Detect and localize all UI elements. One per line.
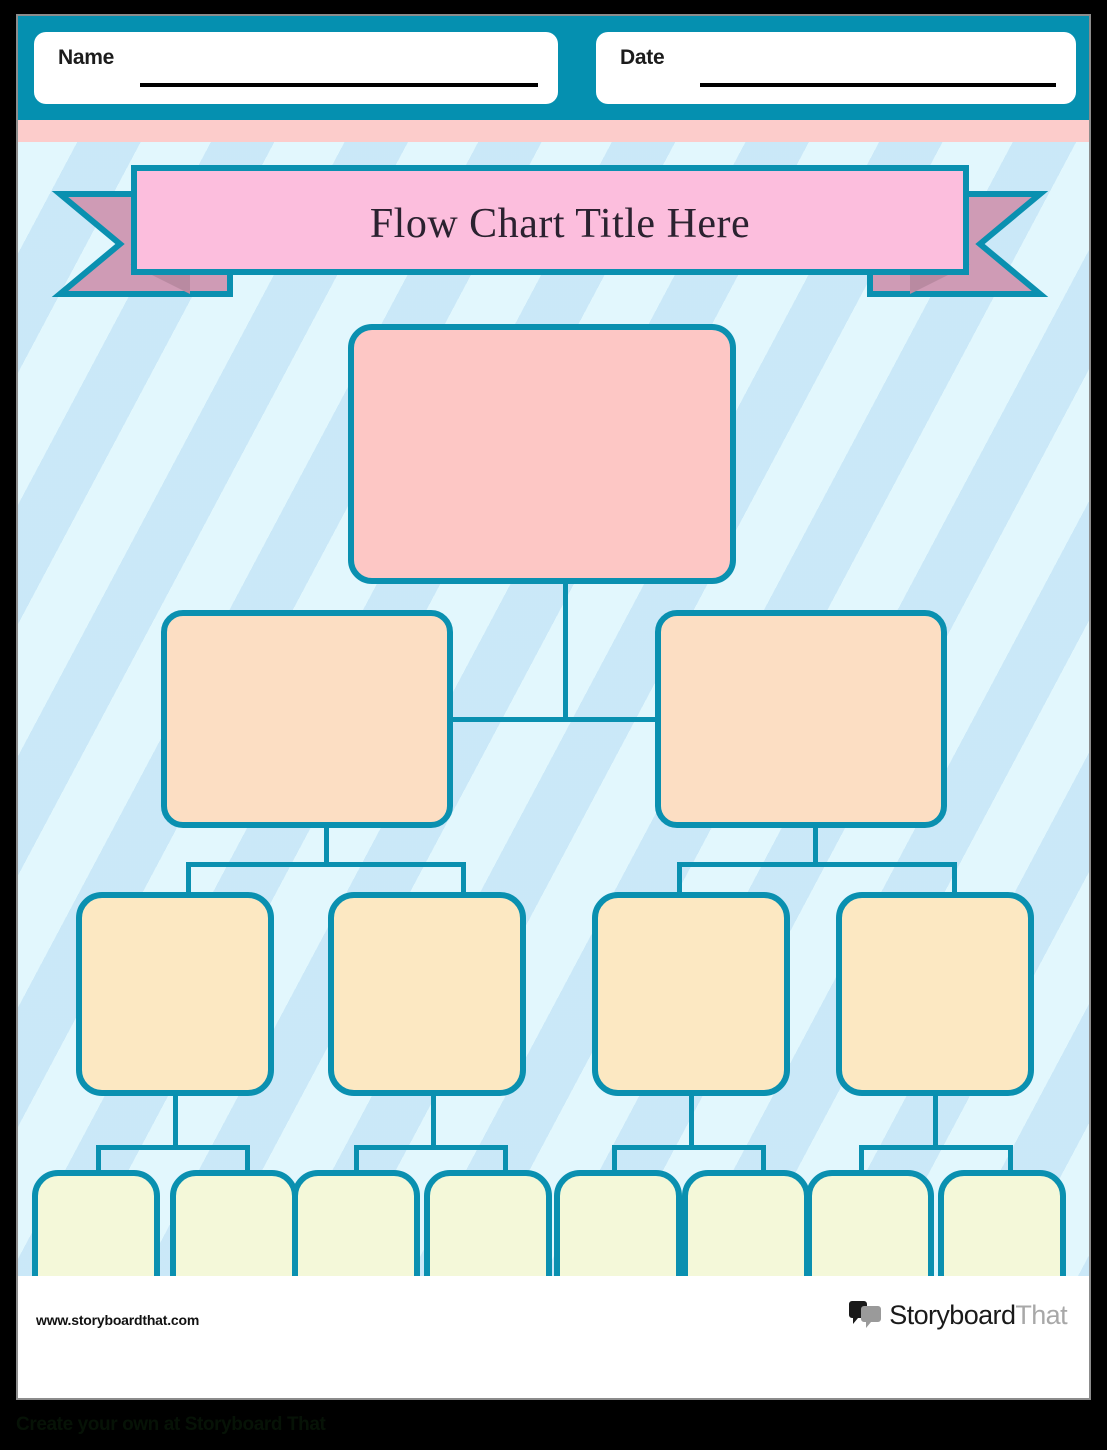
connector-l3d-drop-right <box>1008 1145 1013 1175</box>
name-label: Name <box>58 46 114 69</box>
connector-l2a-drop-left <box>186 862 191 896</box>
connector-l2a-drop-right <box>461 862 466 896</box>
connector-l3d-drop-left <box>859 1145 864 1175</box>
date-label: Date <box>620 46 665 69</box>
connector-l2a-bar <box>186 862 466 867</box>
connector-l3a-stem <box>173 1092 178 1150</box>
brand-wordmark: StoryboardThat <box>889 1300 1067 1331</box>
flow-node-level4-1[interactable] <box>32 1170 160 1276</box>
storyboardthat-logo[interactable]: StoryboardThat <box>848 1300 1068 1331</box>
flow-node-level2-1[interactable] <box>161 610 453 828</box>
connector-l3a-drop-left <box>96 1145 101 1175</box>
connector-l3c-drop-left <box>612 1145 617 1175</box>
connector-l3a-drop-right <box>245 1145 250 1175</box>
speech-bubble-icon <box>849 1300 882 1328</box>
connector-l3b-bar <box>354 1145 508 1150</box>
flow-node-level4-3[interactable] <box>292 1170 420 1276</box>
connector-l3b-stem <box>431 1092 436 1150</box>
connector-l3c-drop-right <box>761 1145 766 1175</box>
name-write-line[interactable] <box>140 83 538 87</box>
connector-l3c-bar <box>612 1145 766 1150</box>
connector-l3b-drop-right <box>503 1145 508 1175</box>
flow-node-level3-4[interactable] <box>836 892 1034 1096</box>
connector-l2b-drop-left <box>677 862 682 896</box>
flow-node-level4-7[interactable] <box>806 1170 934 1276</box>
flow-node-level4-5[interactable] <box>554 1170 682 1276</box>
ribbon-center-band <box>131 165 969 275</box>
title-ribbon: Flow Chart Title Here <box>30 164 1070 316</box>
flow-chart-title: Flow Chart Title Here <box>369 201 751 247</box>
flow-node-level3-1[interactable] <box>76 892 274 1096</box>
brand-primary: Storyboard <box>889 1300 1016 1330</box>
connector-l3c-stem <box>689 1092 694 1150</box>
date-write-line[interactable] <box>700 83 1056 87</box>
flow-node-level3-3[interactable] <box>592 892 790 1096</box>
date-field[interactable]: Date <box>596 32 1076 104</box>
connector-l3d-stem <box>933 1092 938 1150</box>
flow-node-level3-2[interactable] <box>328 892 526 1096</box>
brand-secondary: That <box>1015 1300 1067 1330</box>
connector-l3a-bar <box>96 1145 250 1150</box>
flow-node-level4-4[interactable] <box>424 1170 552 1276</box>
footer: www.storyboardthat.com StoryboardThat <box>18 1276 1089 1398</box>
flow-node-level4-6[interactable] <box>682 1170 810 1276</box>
flow-chart <box>18 142 1089 1276</box>
connector-l3b-drop-left <box>354 1145 359 1175</box>
name-field[interactable]: Name <box>34 32 558 104</box>
connector-l3d-bar <box>859 1145 1013 1150</box>
flow-node-level1-1[interactable] <box>348 324 736 584</box>
connector-l2b-stem <box>813 824 818 866</box>
connector-l1-bar <box>328 717 803 722</box>
flow-node-level2-2[interactable] <box>655 610 947 828</box>
flow-node-level4-2[interactable] <box>170 1170 298 1276</box>
pink-divider-strip <box>18 120 1089 142</box>
connector-l2b-bar <box>677 862 957 867</box>
connector-l2b-drop-right <box>952 862 957 896</box>
flow-node-level4-8[interactable] <box>938 1170 1066 1276</box>
header-band: Name Date <box>18 16 1089 120</box>
bottom-caption: Create your own at Storyboard That <box>16 1414 326 1435</box>
footer-website-url[interactable]: www.storyboardthat.com <box>36 1312 200 1328</box>
connector-l1-stem <box>563 582 568 722</box>
connector-l2a-stem <box>324 824 329 866</box>
worksheet-page: Name Date Flow Chart Title Here <box>16 14 1091 1400</box>
worksheet-canvas: Flow Chart Title Here <box>18 142 1089 1276</box>
